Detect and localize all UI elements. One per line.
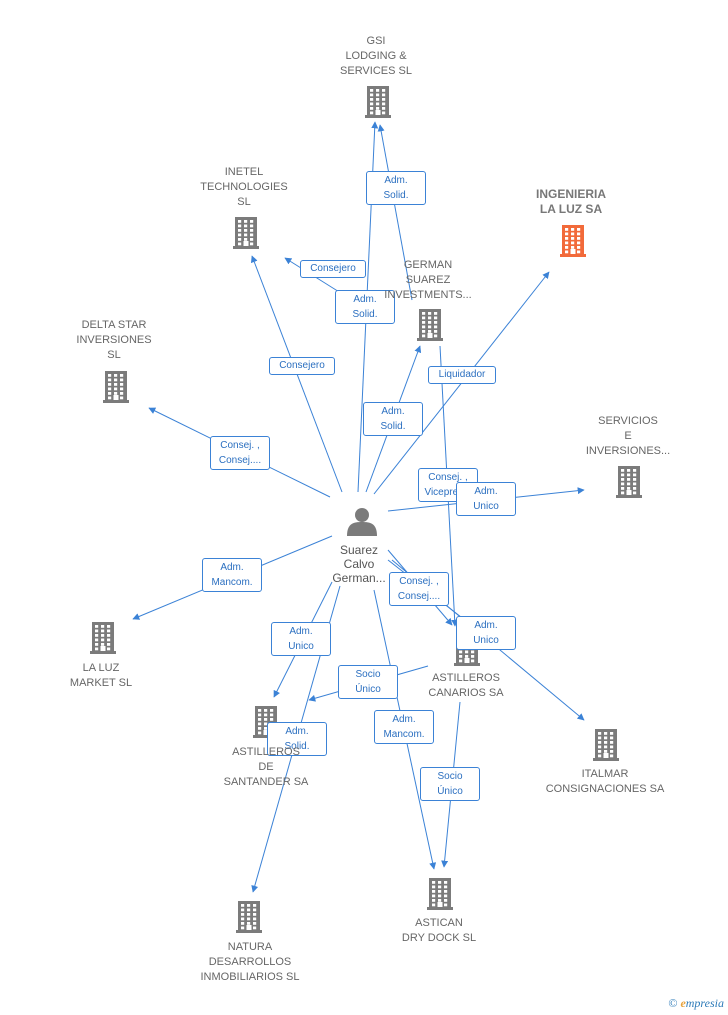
company-label-delta[interactable]: DELTA STAR INVERSIONES SL [76, 318, 152, 361]
edge-label-center-to-german[interactable]: Adm. Solid. [363, 402, 423, 436]
edge-label-center-to-laluz[interactable]: Adm. Mancom. [202, 558, 262, 592]
edge-label-canarias-to-santander[interactable]: Socio Único [338, 665, 398, 699]
edge-label-center-to-gsi[interactable]: Adm. Solid. [335, 290, 395, 324]
edge-label-german-to-gsi[interactable]: Adm. Solid. [366, 171, 426, 205]
building-icon-natura[interactable] [236, 901, 262, 933]
edge-label-center-to-inetel[interactable]: Consejero [269, 357, 335, 375]
building-icon-servicios[interactable] [616, 466, 642, 498]
edge-label-center-to-delta[interactable]: Consej. , Consej.... [210, 436, 270, 470]
building-icon-italmar[interactable] [593, 729, 619, 761]
building-icon-laluz[interactable] [90, 622, 116, 654]
edge-german-to-gsi [377, 124, 413, 301]
edge-label-german-to-inetel[interactable]: Consejero [300, 260, 366, 278]
copyright-symbol: © [668, 996, 678, 1010]
footer-brand[interactable]: © empresia [668, 996, 724, 1011]
edge-label-canarias-to-astican[interactable]: Socio Único [420, 767, 480, 801]
person-icon[interactable] [347, 508, 377, 536]
company-label-natura[interactable]: NATURA DESARROLLOS INMOBILIARIOS SL [200, 940, 300, 983]
company-label-santander[interactable]: ASTILLEROS DE SANTANDER SA [223, 745, 309, 788]
edge-label-center-to-canarias[interactable]: Consej. , Consej.... [389, 572, 449, 606]
company-label-astican[interactable]: ASTICAN DRY DOCK SL [401, 917, 477, 944]
person-label[interactable]: Suarez Calvo German... [332, 543, 386, 585]
brand-logo-e: e [680, 996, 686, 1010]
icons-layer [90, 86, 642, 933]
company-label-italmar[interactable]: ITALMAR CONSIGNACIONES SA [545, 768, 665, 795]
edge-label-german-to-canarias[interactable]: Adm. Unico [456, 616, 516, 650]
building-icon-gsi[interactable] [365, 86, 391, 118]
company-label-servicios[interactable]: SERVICIOS E INVERSIONES... [585, 414, 671, 457]
edge-label-center-to-astican[interactable]: Adm. Mancom. [374, 710, 434, 744]
building-icon-ingenieria[interactable] [560, 225, 586, 257]
building-icon-delta[interactable] [103, 371, 129, 403]
brand-logo-text: mpresia [685, 996, 724, 1010]
company-label-inetel[interactable]: INETEL TECHNOLOGIES SL [200, 165, 288, 208]
company-label-gsi[interactable]: GSI LODGING & SERVICES SL [340, 34, 412, 77]
edge-label-german-to-servicios[interactable]: Adm. Unico [456, 482, 516, 516]
company-label-laluz[interactable]: LA LUZ MARKET SL [69, 662, 133, 689]
building-icon-astican[interactable] [427, 878, 453, 910]
edge-label-center-to-natura[interactable]: Adm. Solid. [267, 722, 327, 756]
company-label-canarias[interactable]: ASTILLEROS CANARIOS SA [428, 672, 504, 699]
building-icon-german[interactable] [417, 309, 443, 341]
building-icon-inetel[interactable] [233, 217, 259, 249]
edge-label-center-to-ingenieria[interactable]: Liquidador [428, 366, 496, 384]
company-label-ingenieria[interactable]: INGENIERIA LA LUZ SA [535, 187, 606, 216]
edge-label-center-to-santander[interactable]: Adm. Unico [271, 622, 331, 656]
company-label-german[interactable]: GERMAN SUAREZ INVESTMENTS... [384, 258, 472, 301]
